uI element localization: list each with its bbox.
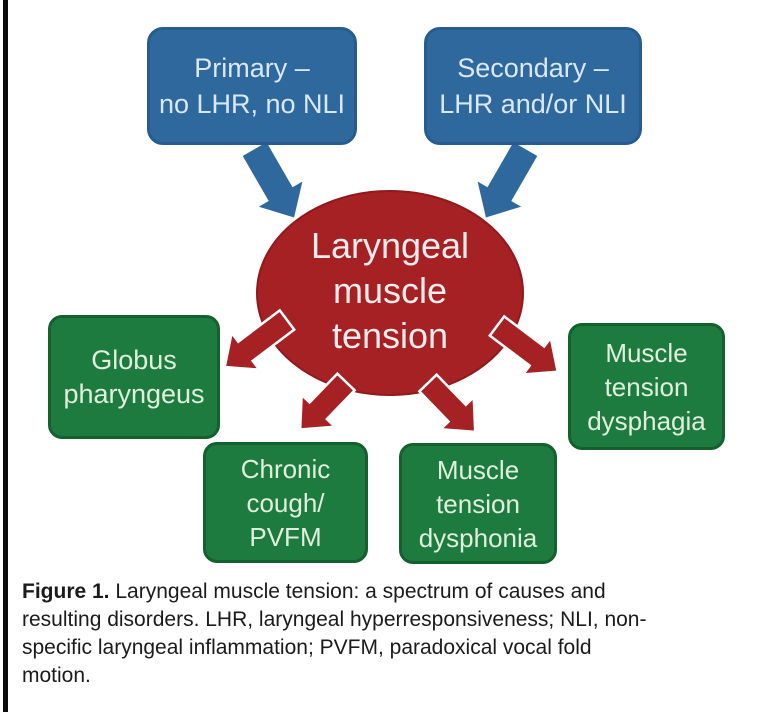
node-muscle-tension-dysphagia: Muscle tension dysphagia bbox=[568, 323, 725, 450]
arrow-center-to-dysphagia bbox=[488, 314, 560, 376]
node-globus-line-1: Globus bbox=[91, 345, 177, 375]
figure-number-label: Figure 1. bbox=[22, 580, 110, 603]
node-globus-pharyngeus: Globus pharyngeus bbox=[48, 315, 220, 439]
node-chronic-line-1: Chronic bbox=[240, 453, 331, 484]
arrow-secondary-to-center bbox=[473, 138, 541, 221]
arrow-primary-to-center bbox=[239, 138, 307, 221]
central-node-label: Laryngeal muscle tension bbox=[257, 223, 523, 358]
node-dysphagia-line-1: Muscle bbox=[605, 337, 688, 368]
arrow-center-to-globus bbox=[223, 308, 296, 372]
node-dysphonia-line-3: dysphonia bbox=[418, 522, 538, 553]
node-globus-line-2: pharyngeus bbox=[63, 379, 205, 409]
node-chronic-line-3: PVFM bbox=[249, 521, 322, 552]
node-muscle-tension-dysphonia: Muscle tension dysphonia bbox=[399, 443, 557, 564]
left-border-rule bbox=[3, 0, 8, 712]
arrow-center-to-dysphonia bbox=[417, 372, 477, 434]
central-ellipse bbox=[256, 190, 524, 396]
node-primary-line-2: no LHR, no NLI bbox=[158, 89, 346, 119]
node-dysphagia-line-2: tension bbox=[604, 371, 689, 402]
arrow-center-to-chronic-cough bbox=[298, 371, 357, 431]
caption-line-1-text: Laryngeal muscle tension: a spectrum of … bbox=[109, 580, 606, 603]
node-dysphagia-line-3: dysphagia bbox=[587, 405, 706, 436]
central-label-line-2: muscle bbox=[332, 270, 448, 311]
node-chronic-cough-pvfm: Chronic cough/ PVFM bbox=[203, 442, 368, 563]
node-secondary: Secondary – LHR and/or NLI bbox=[424, 27, 642, 145]
node-chronic-line-2: cough/ bbox=[246, 487, 325, 518]
node-secondary-line-2: LHR and/or NLI bbox=[439, 89, 627, 119]
node-primary: Primary – no LHR, no NLI bbox=[147, 27, 357, 145]
node-secondary-line-1: Secondary – bbox=[457, 53, 609, 83]
caption-line-4: motion. bbox=[22, 664, 91, 687]
figure-caption: Figure 1. Laryngeal muscle tension: a sp… bbox=[22, 578, 748, 690]
caption-line-1: Figure 1. Laryngeal muscle tension: a sp… bbox=[22, 578, 748, 606]
caption-line-3: specific laryngeal inflammation; PVFM, p… bbox=[22, 636, 592, 659]
central-label-line-1: Laryngeal bbox=[310, 225, 470, 266]
central-label-line-3: tension bbox=[331, 315, 449, 356]
caption-line-2: resulting disorders. LHR, laryngeal hype… bbox=[22, 608, 647, 631]
node-primary-line-1: Primary – bbox=[194, 53, 310, 83]
node-dysphonia-line-1: Muscle bbox=[436, 454, 520, 485]
node-dysphonia-line-2: tension bbox=[436, 488, 520, 519]
